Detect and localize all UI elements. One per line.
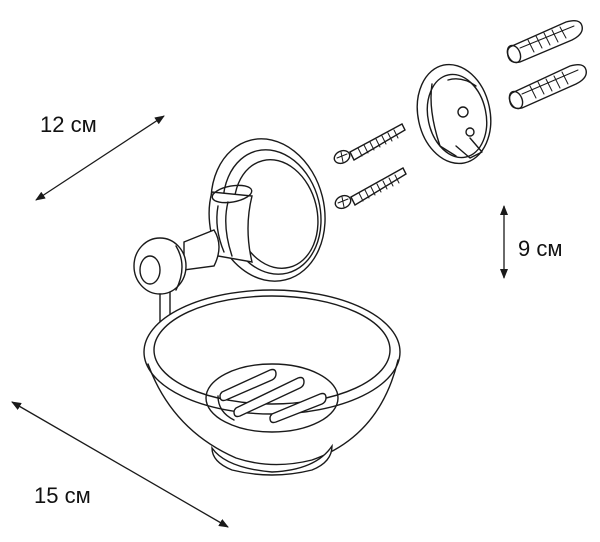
depth-dimension-arrow <box>35 115 165 201</box>
wall-mount-plate <box>416 63 492 165</box>
depth-dimension-label: 12 см <box>40 112 97 137</box>
soap-dish <box>143 289 401 476</box>
width-dimension-arrow <box>11 401 229 528</box>
wall-plug-top <box>506 19 583 64</box>
height-dimension-label: 9 см <box>518 236 563 261</box>
wall-plug-bottom <box>508 63 587 110</box>
screw-top <box>333 123 406 165</box>
screw-bottom <box>334 167 407 210</box>
width-dimension-label: 15 см <box>34 483 91 508</box>
soap-dish-holder <box>133 138 326 331</box>
